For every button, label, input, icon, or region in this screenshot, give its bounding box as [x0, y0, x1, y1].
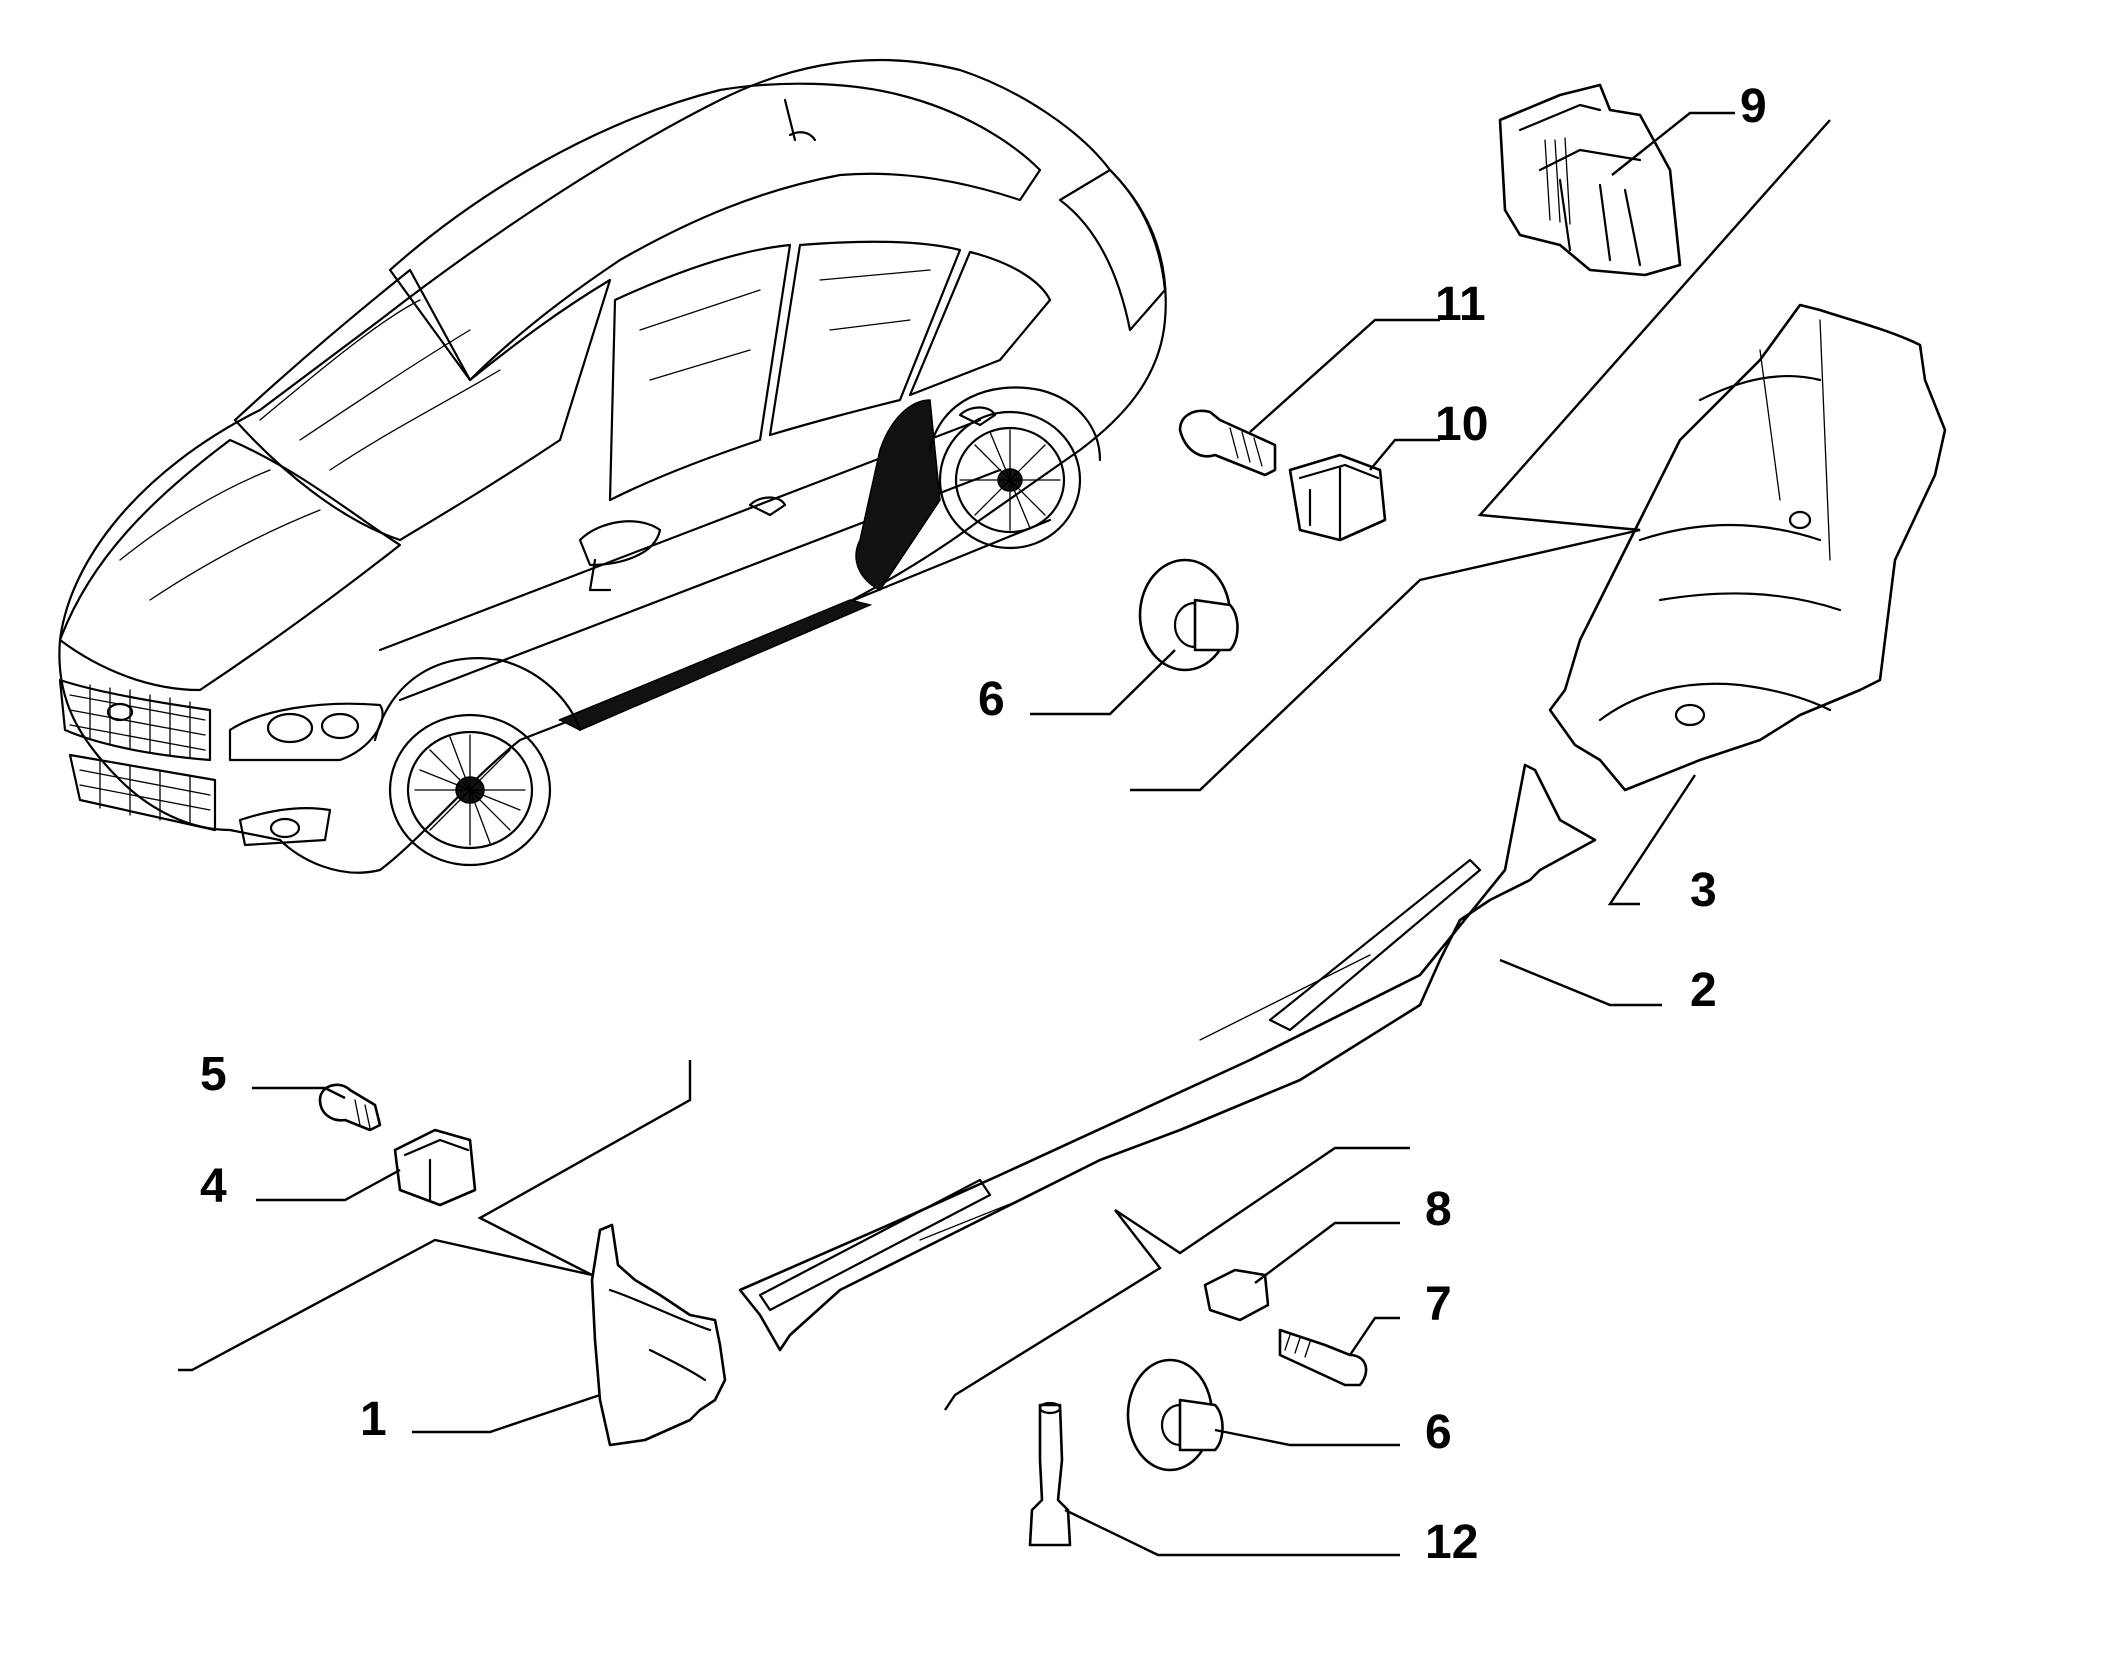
- callout-10: 10: [1435, 398, 1488, 451]
- callout-6-bottom: 6: [1425, 1406, 1452, 1459]
- callout-labels: 9 11 10 6 3 2 5 4 8 7 1 6 12: [200, 80, 1767, 1569]
- leader-lines: [178, 111, 1831, 1557]
- part-9-clip: [1498, 83, 1682, 277]
- callout-4: 4: [200, 1160, 227, 1213]
- part-2-sill-trim: [738, 763, 1597, 1352]
- part-11-bolt: [1178, 409, 1277, 477]
- part-12-pin: [1028, 1401, 1072, 1547]
- part-10-nut: [1288, 453, 1387, 542]
- part-5-screw: [318, 1083, 382, 1132]
- part-1-mudguard: [590, 1223, 727, 1447]
- callout-8: 8: [1425, 1183, 1452, 1236]
- part-3-rear-trim: [1548, 303, 1947, 792]
- part-8-clip: [1203, 1268, 1270, 1322]
- callout-11: 11: [1435, 278, 1486, 331]
- part-6-plug-bottom: [1126, 1358, 1224, 1472]
- part-6-plug-top: [1138, 558, 1239, 672]
- callout-6-top: 6: [978, 673, 1005, 726]
- part-7-screw: [1278, 1328, 1368, 1387]
- callout-5: 5: [200, 1048, 227, 1101]
- car-illustration: [58, 58, 1167, 874]
- callout-12: 12: [1425, 1516, 1478, 1569]
- callout-3: 3: [1690, 864, 1717, 917]
- callout-1: 1: [360, 1393, 387, 1446]
- callout-9: 9: [1740, 80, 1767, 133]
- part-4-nut: [393, 1128, 477, 1207]
- callout-7: 7: [1425, 1278, 1452, 1331]
- callout-2: 2: [1690, 964, 1717, 1017]
